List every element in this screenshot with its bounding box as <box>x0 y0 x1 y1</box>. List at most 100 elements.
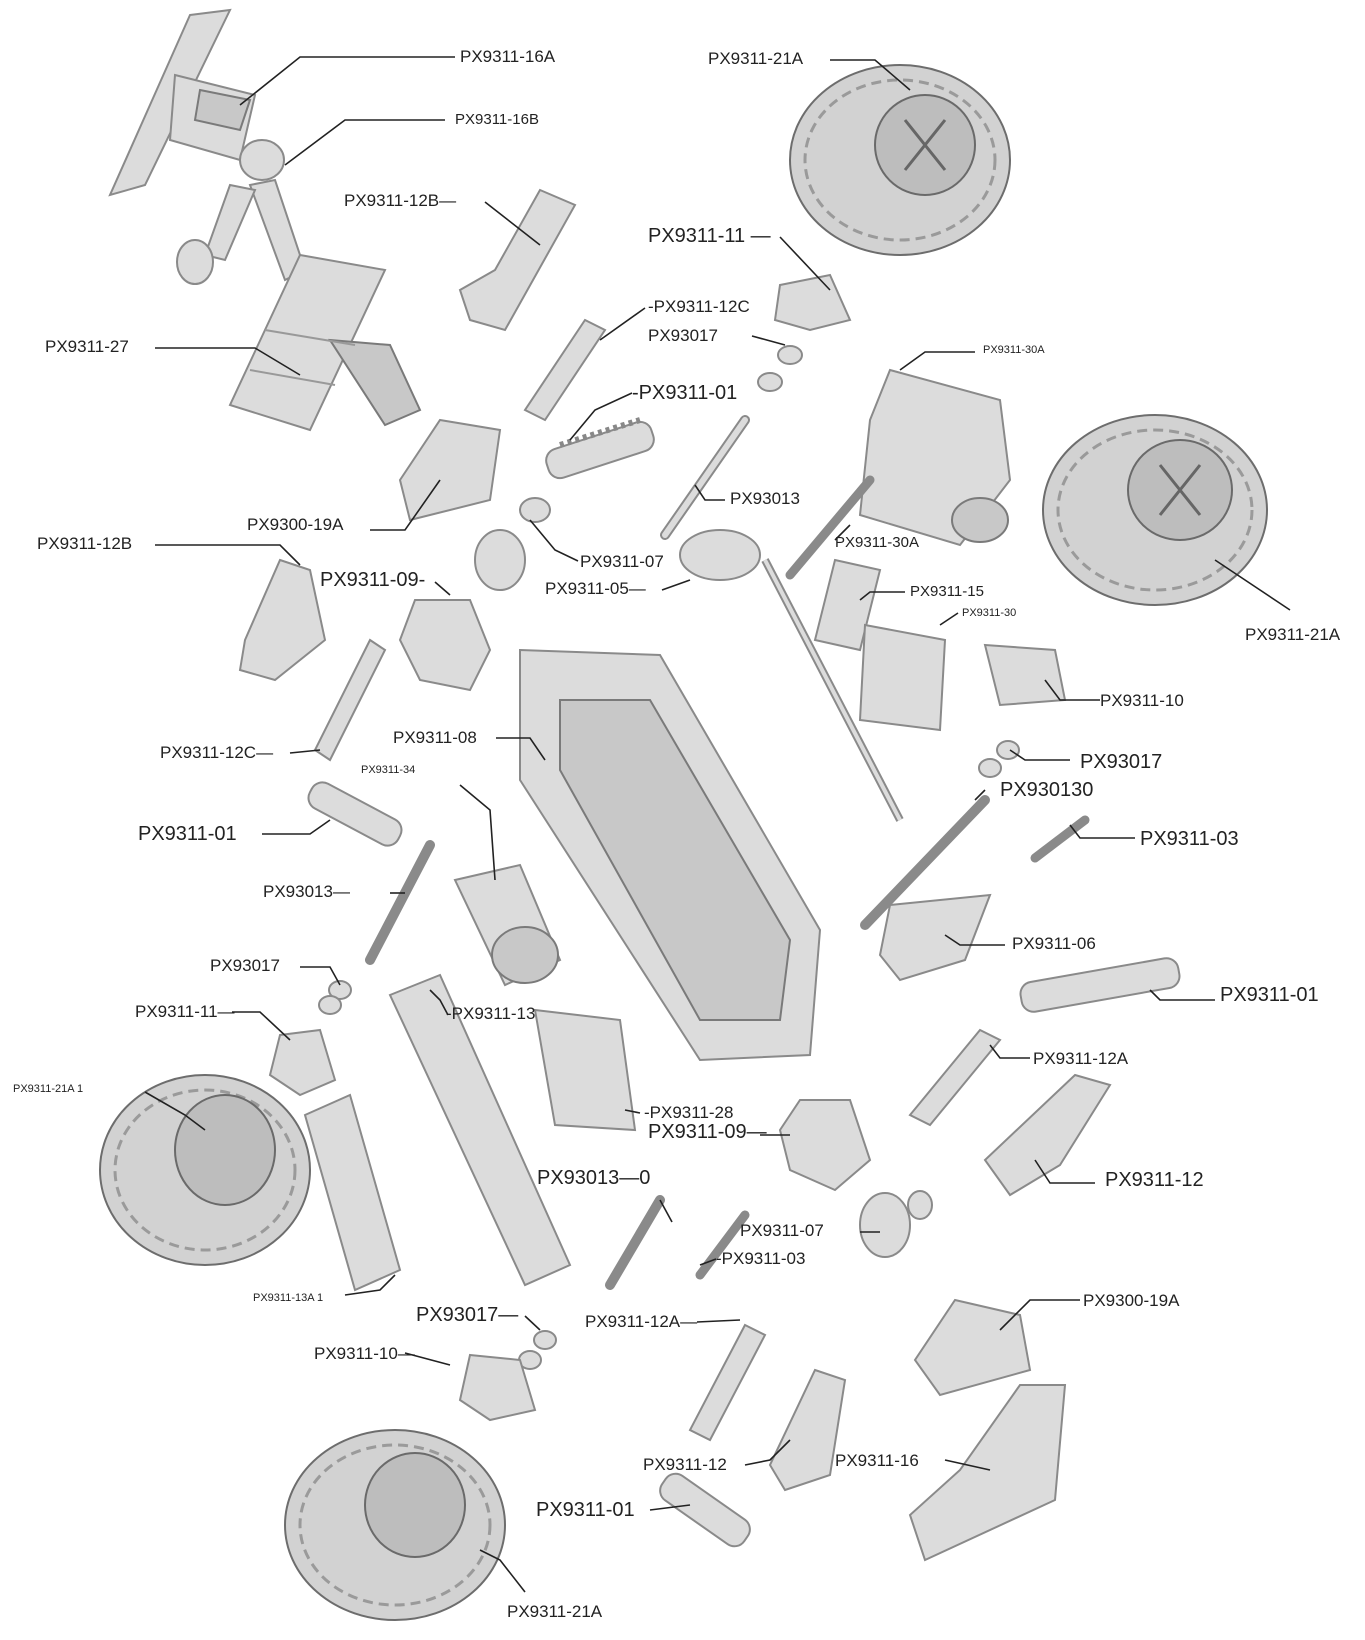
shock-absorber-right <box>1019 957 1181 1013</box>
label-px9311-11-top: PX9311-11 — <box>648 225 771 247</box>
servo-bracket <box>813 558 882 652</box>
label-px9311-13a: PX9311-13A 1 <box>253 1292 324 1304</box>
label-px9311-12-right: PX9311-12 <box>1105 1169 1204 1191</box>
label-px9311-09-bottom: PX9311-09— <box>648 1121 767 1143</box>
label-px93013-left: PX93013— <box>263 882 350 901</box>
tire-middle-right <box>1042 414 1268 606</box>
label-px9311-30a-mid: PX9311-30A <box>835 534 919 551</box>
bearings-right <box>978 740 1020 778</box>
label-px9311-28: -PX9311-28 <box>644 1103 734 1122</box>
servo-part <box>858 623 947 732</box>
hub-carrier-bottom <box>458 1353 537 1422</box>
drive-shaft-right <box>860 795 990 930</box>
battery-rod <box>785 475 875 580</box>
label-px9311-05: PX9311-05— <box>545 579 646 598</box>
lower-link-bottom <box>688 1323 767 1442</box>
rear-bumper-part <box>108 8 257 197</box>
label-px9311-21a-right: PX9311-21A <box>1245 625 1341 644</box>
battery-part <box>858 368 1012 547</box>
diff-housing-bottom <box>778 1099 872 1192</box>
label-px93017-left: PX93017 <box>210 956 280 975</box>
label-px9311-34: PX9311-34 <box>361 764 416 776</box>
label-px9311-21a-top: PX9311-21A <box>708 49 804 68</box>
label-px9311-12b-left: PX9311-12B <box>37 534 133 553</box>
label-px9311-16a-top: PX9311-16A <box>460 47 556 66</box>
turnbuckle-right <box>1030 815 1090 863</box>
drive-shaft-left <box>365 840 435 965</box>
steering-knuckle-left <box>268 1028 337 1097</box>
label-px9311-09-top: PX9311-09- <box>320 569 426 591</box>
label-px9311-16: PX9311-16 <box>835 1451 919 1470</box>
gearbox-mount-top <box>398 418 502 522</box>
skid-plate <box>303 1093 402 1292</box>
label-px9311-21a-left: PX9311-21A 1 <box>13 1083 84 1095</box>
label-px93017-bottom: PX93017— <box>416 1304 519 1326</box>
label-px93013-bottom: PX93013—0 <box>537 1167 651 1189</box>
upper-suspension-arm-part <box>458 188 577 332</box>
label-px9311-01-top: -PX9311-01 <box>632 382 738 404</box>
label-px9311-11-left: PX9311-11— <box>135 1002 235 1021</box>
label-px9311-12c-top: -PX9311-12C <box>648 297 750 316</box>
bearings-bottom <box>518 1330 557 1370</box>
upper-link-left <box>313 638 387 762</box>
bumper-mount-part <box>176 139 307 285</box>
diff-housing-top <box>398 599 492 692</box>
differential-gear-top <box>474 497 551 591</box>
label-px9311-01-bottom: PX9311-01 <box>536 1499 635 1521</box>
label-px9300-19a-top: PX9300-19A <box>247 515 344 534</box>
label-px9311-01-left: PX9311-01 <box>138 823 237 845</box>
label-px9311-03-right: PX9311-03 <box>1140 828 1239 850</box>
lower-link-right <box>908 1028 1002 1127</box>
label-px9311-15: PX9311-15 <box>910 583 984 600</box>
label-px9311-07-bottom: PX9311-07 <box>740 1221 824 1240</box>
label-px9311-13: -PX9311-13 <box>446 1004 536 1023</box>
label-px9311-12a-bottom: PX9311-12A— <box>585 1312 698 1331</box>
motor-part <box>453 863 562 987</box>
steering-assembly <box>878 893 992 982</box>
shock-absorber-left <box>307 781 403 847</box>
shock-absorber-bottom <box>659 1472 751 1548</box>
chassis-brace <box>388 973 572 1287</box>
differential-gear-bottom <box>859 1190 933 1258</box>
gearbox-mount-bottom <box>913 1298 1032 1397</box>
bearings-left <box>318 980 352 1015</box>
label-px9311-12c-left: PX9311-12C— <box>160 743 274 762</box>
tire-bottom <box>284 1429 506 1621</box>
label-px9311-16b: PX9311-16B <box>455 111 539 128</box>
upper-link-top <box>523 318 607 422</box>
label-px930130: PX930130 <box>1000 779 1094 801</box>
label-px93017-top: PX93017 <box>648 326 718 345</box>
label-px9311-12-bottom: PX9311-12 <box>643 1455 727 1474</box>
label-px9300-19a-bottom: PX9300-19A <box>1083 1291 1180 1310</box>
chassis-part <box>519 648 822 1062</box>
label-px9311-10-right: PX9311-10 <box>1100 691 1184 710</box>
label-px9311-10-bottom: PX9311-10— <box>314 1344 415 1363</box>
rear-wing-part <box>228 253 422 432</box>
steering-knuckle-top <box>773 273 852 332</box>
hub-carrier-right <box>983 643 1067 707</box>
turnbuckle-bottom <box>695 1210 750 1280</box>
tire-left <box>99 1074 311 1266</box>
label-px9311-07-top: PX9311-07 <box>580 552 664 571</box>
label-px93017-right: PX93017 <box>1080 751 1163 773</box>
suspension-arm-left <box>238 558 327 682</box>
label-px9311-12b-top: PX9311-12B— <box>344 191 457 210</box>
main-drive-shaft <box>679 529 904 822</box>
front-bumper <box>908 1384 1067 1562</box>
label-px9311-06: PX9311-06 <box>1012 934 1096 953</box>
lower-arm-bottom <box>768 1368 847 1492</box>
bearings-top <box>757 345 803 392</box>
esc-part <box>533 1008 637 1132</box>
label-px93013-top: PX93013 <box>730 489 800 508</box>
label-px9311-27: PX9311-27 <box>45 337 129 356</box>
label-px9311-01-right: PX9311-01 <box>1220 984 1319 1006</box>
drive-shaft-top <box>660 415 750 540</box>
label-px9311-21a-bottom: PX9311-21A <box>507 1602 603 1621</box>
label-px9311-30a-top: PX9311-30A <box>983 344 1045 356</box>
shock-absorber-top <box>545 417 655 480</box>
label-px9311-12a-right: PX9311-12A <box>1033 1049 1129 1068</box>
drive-shaft-bottom <box>605 1195 665 1290</box>
tire-top-right <box>789 64 1011 256</box>
lower-arm-right <box>983 1073 1112 1197</box>
